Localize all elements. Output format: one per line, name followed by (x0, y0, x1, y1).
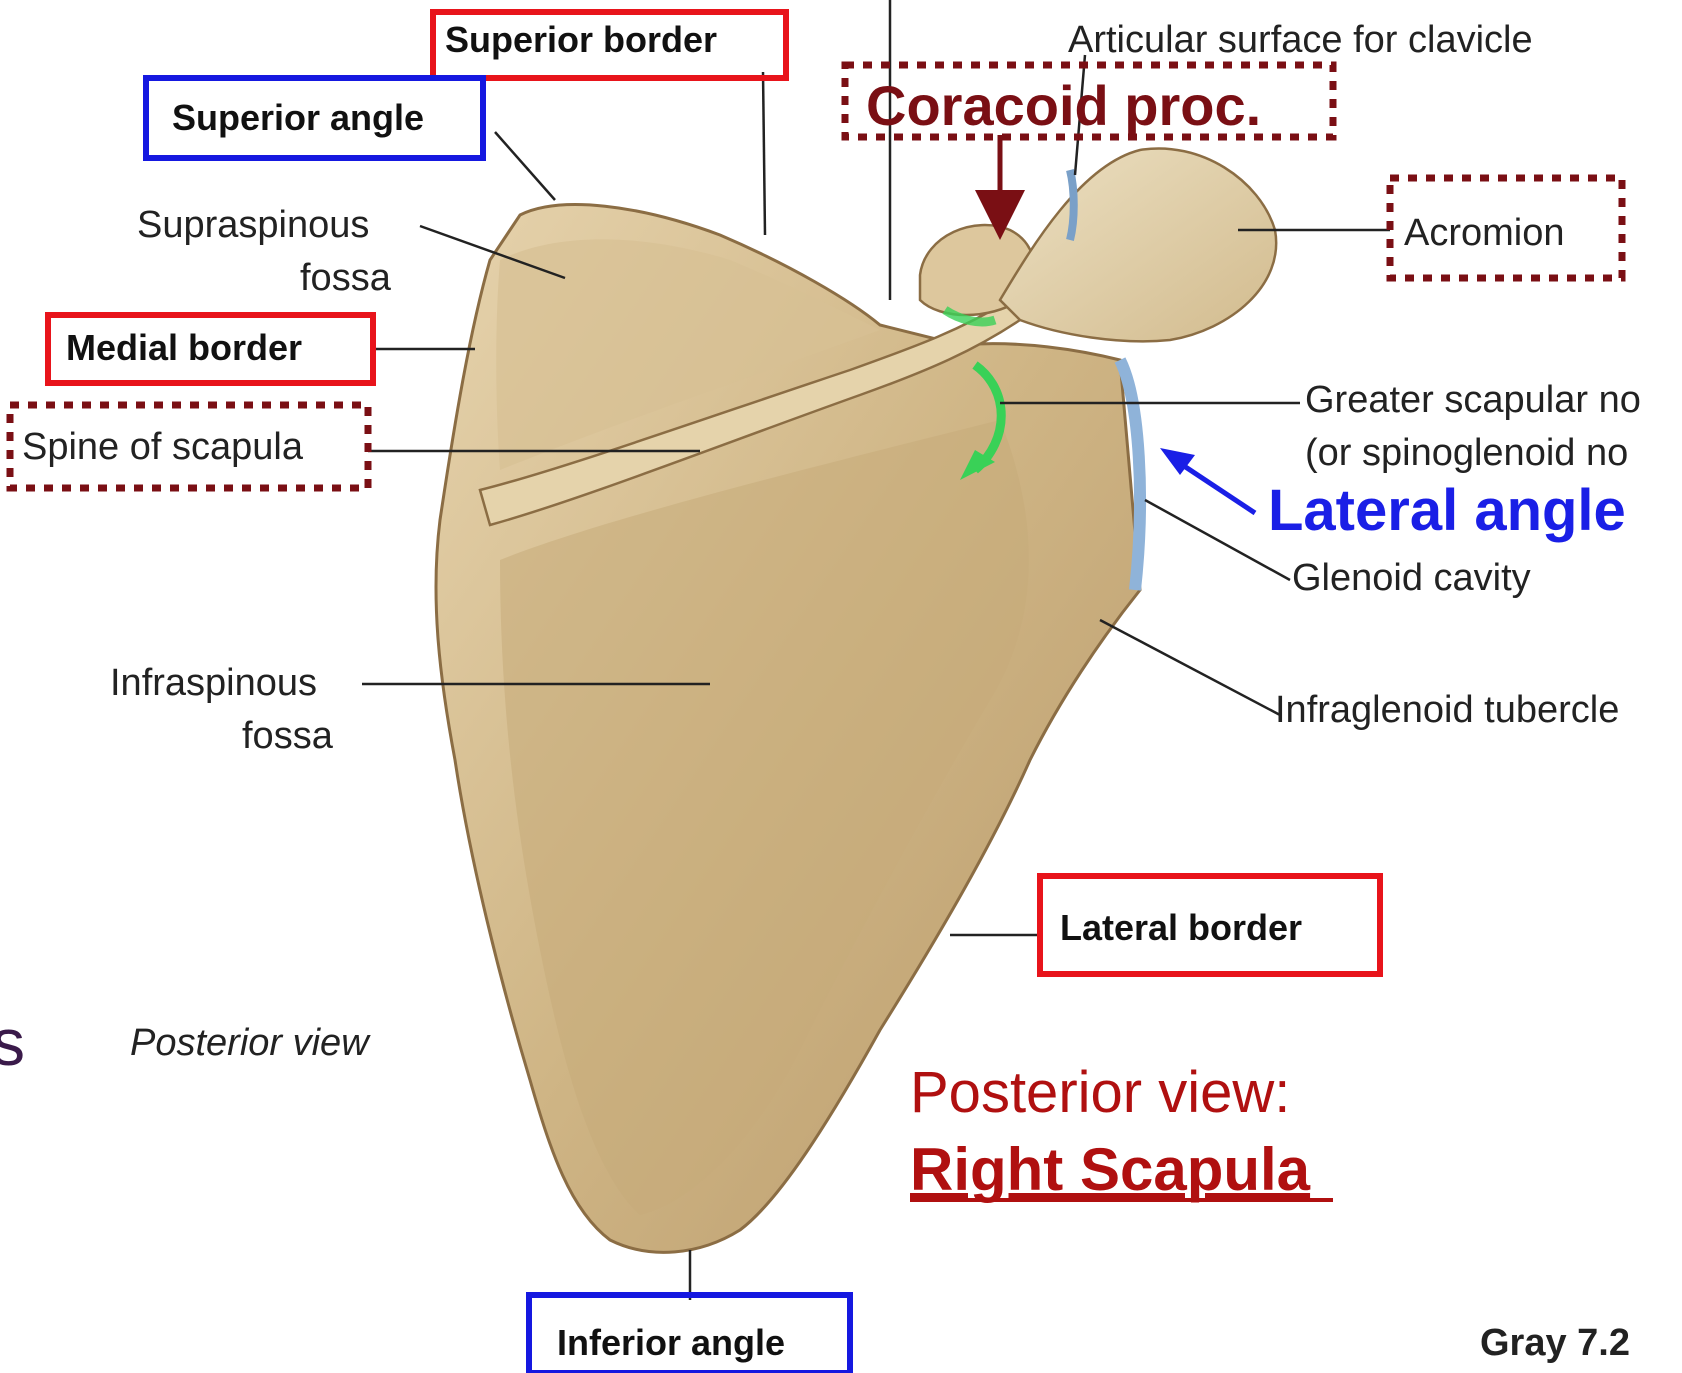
articular-surface-label: Articular surface for clavicle (1068, 19, 1533, 61)
articular-facet (1070, 170, 1074, 240)
lateral-angle-arrow (1160, 448, 1255, 513)
superior-border-label: Superior border (445, 19, 717, 60)
infraspinous-label-2: fossa (242, 715, 334, 757)
lateral-angle-label: Lateral angle (1268, 478, 1626, 543)
spine-label: Spine of scapula (22, 426, 304, 468)
greater-notch-label: Greater scapular no (1305, 379, 1641, 421)
source-label: Gray 7.2 (1480, 1322, 1630, 1364)
lateral-border-label: Lateral border (1060, 907, 1302, 948)
coracoid-label: Coracoid proc. (866, 74, 1261, 137)
title-line-1: Posterior view: (910, 1060, 1290, 1125)
greater-notch-label-2: (or spinoglenoid no (1305, 432, 1628, 474)
medial-border-label: Medial border (66, 327, 302, 368)
glenoid-label: Glenoid cavity (1292, 557, 1531, 599)
posterior-view-italic-label: Posterior view (130, 1022, 371, 1064)
supraspinous-label-2: fossa (300, 257, 392, 299)
superior-angle-label: Superior angle (172, 97, 424, 138)
acromion-process (1000, 148, 1276, 341)
infraspinous-label: Infraspinous (110, 662, 317, 704)
title-line-2: Right Scapula (910, 1136, 1311, 1203)
acromion-label: Acromion (1404, 212, 1565, 254)
infraglenoid-label: Infraglenoid tubercle (1275, 689, 1619, 731)
inferior-angle-label: Inferior angle (557, 1322, 785, 1363)
supraspinous-label: Supraspinous (137, 204, 369, 246)
partial-left-text: s (0, 1005, 25, 1079)
